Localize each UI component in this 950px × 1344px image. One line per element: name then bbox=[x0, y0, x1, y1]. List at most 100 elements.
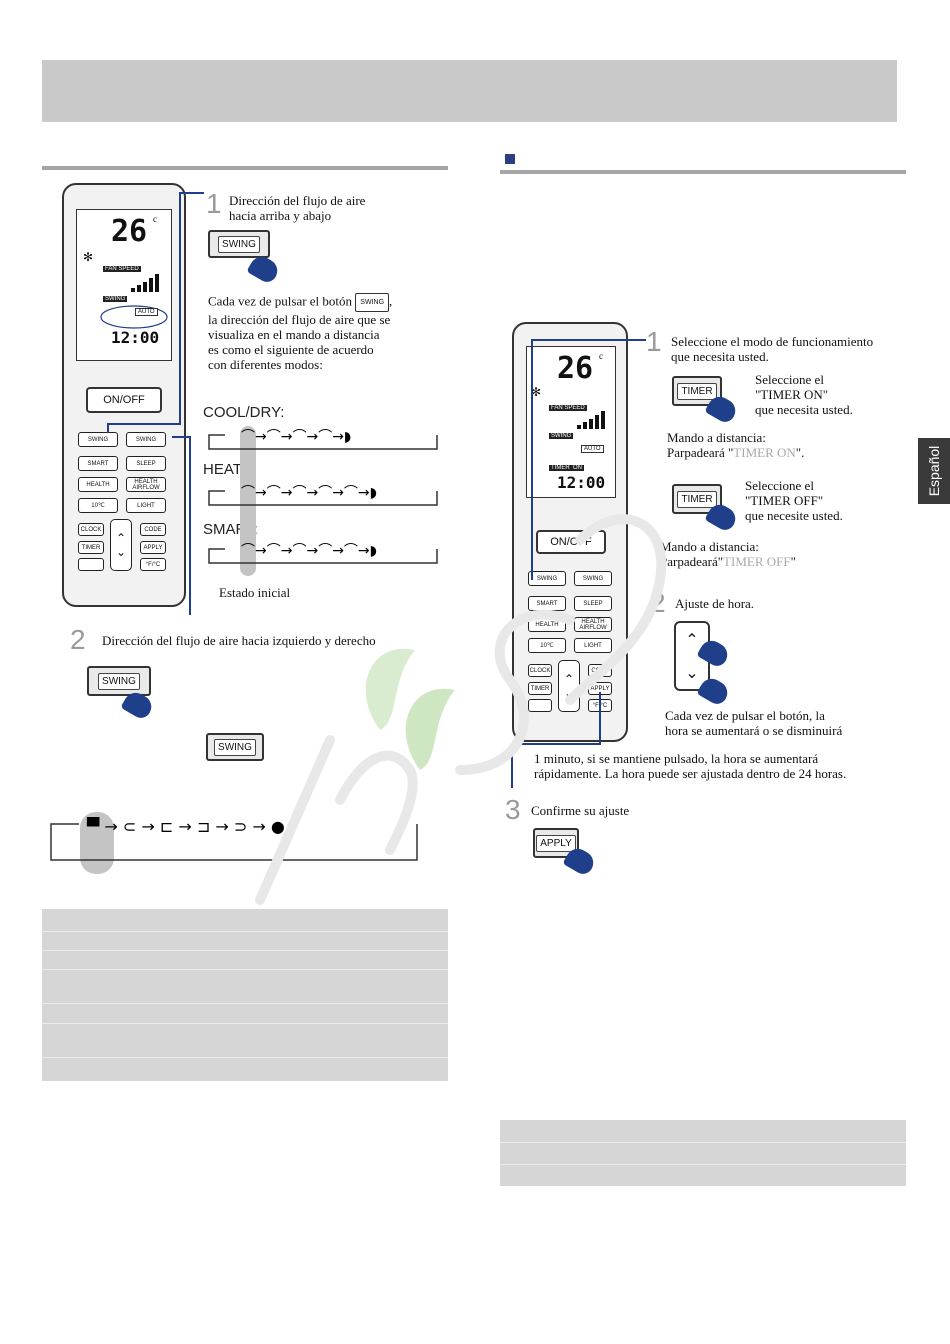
remote-off-blink-suffix: " bbox=[790, 554, 796, 569]
remote-health-airflow-button[interactable]: HEALTH AIRFLOW bbox=[126, 477, 166, 492]
left-step-1-number: 1 bbox=[206, 188, 222, 219]
svg-text:▀ → ⊂ → ⊏ → ⊐ → ⊃ → ●: ▀ → ⊂ → ⊏ → ⊐ → ⊃ → ● bbox=[86, 817, 285, 836]
lcd-clock: 12:00 bbox=[557, 473, 606, 492]
apply-callout-label: APPLY bbox=[536, 834, 576, 852]
left-leader-lines bbox=[107, 192, 204, 615]
right-leader-lines bbox=[511, 339, 646, 788]
remote-lcd: 26 c ✻ FAN SPEED SWING AUTO TIMER ON 12:… bbox=[526, 346, 616, 498]
remote-smart-button[interactable]: SMART bbox=[78, 456, 118, 471]
left-step-1-title: Dirección del flujo de aire hacia arriba… bbox=[229, 193, 366, 223]
remote-off-blink-line: Parpadeará"TIMER OFF" bbox=[660, 554, 796, 569]
remote-updown-button[interactable]: ⌃⌄ bbox=[110, 519, 132, 571]
remote-round-button[interactable] bbox=[78, 558, 104, 571]
remote-on-blink-value: TIMER ON bbox=[733, 445, 796, 460]
svg-text:⌒→⌒→⌒→⌒→⌒→◗: ⌒→⌒→⌒→⌒→⌒→◗ bbox=[241, 543, 377, 559]
language-tab[interactable]: Español bbox=[918, 438, 950, 504]
swing-leftright-callout-small-label: SWING bbox=[214, 738, 256, 756]
remote-apply-button[interactable]: APPLY bbox=[140, 541, 166, 554]
remote-light-button[interactable]: LIGHT bbox=[126, 498, 166, 513]
mode-label-cool-dry: COOL/DRY: bbox=[203, 404, 285, 421]
remote-on-blink-prefix: Parpadeará " bbox=[667, 445, 734, 460]
left-step-1-desc-after: , la dirección del flujo de aire que se … bbox=[208, 293, 393, 372]
fan-speed-bars-icon bbox=[577, 411, 605, 429]
language-tab-label: Español bbox=[926, 445, 942, 497]
remote-code-button[interactable]: CODE bbox=[140, 523, 166, 536]
remote-swing-updown-button[interactable]: SWING bbox=[78, 432, 118, 447]
left-note-box bbox=[42, 909, 448, 1081]
header-band bbox=[42, 60, 897, 122]
remote-swing-leftright-button[interactable]: SWING bbox=[126, 432, 166, 447]
fan-speed-bars-icon bbox=[131, 274, 159, 292]
timer-on-instructions: Seleccione el "TIMER ON" que necesita us… bbox=[755, 372, 853, 417]
mode-label-heat: HEAT: bbox=[203, 461, 245, 478]
left-remote-control: 26 c ✻ FAN SPEED SWING AUTO 12:00 ON/OFF… bbox=[62, 183, 186, 607]
lcd-temperature: 26 bbox=[111, 214, 148, 249]
timer-on-callout-label: TIMER bbox=[677, 382, 717, 400]
left-section-rule bbox=[42, 166, 448, 170]
louver-sequences: ⌒→⌒→⌒→⌒→◗ ⌒→⌒→⌒→⌒→⌒→◗ ⌒→⌒→⌒→⌒→⌒→◗ bbox=[208, 429, 438, 564]
right-note-box bbox=[500, 1120, 906, 1186]
snowflake-icon: ✻ bbox=[531, 385, 542, 399]
remote-sleep-button[interactable]: SLEEP bbox=[126, 456, 166, 471]
remote-off-blink-value: TIMER OFF bbox=[723, 554, 791, 569]
remote-lcd: 26 c ✻ FAN SPEED SWING AUTO 12:00 bbox=[76, 209, 172, 361]
timer-off-instructions: Seleccione el "TIMER OFF" que necesite u… bbox=[745, 478, 843, 523]
lcd-temp-unit: c bbox=[153, 214, 157, 224]
chevron-down-icon: ⌄ bbox=[685, 664, 699, 682]
chevron-up-icon[interactable]: ⌃ bbox=[115, 531, 127, 545]
svg-text:⌒→⌒→⌒→⌒→⌒→◗: ⌒→⌒→⌒→⌒→⌒→◗ bbox=[241, 485, 377, 501]
lcd-fan-speed-label: FAN SPEED bbox=[103, 266, 141, 272]
snowflake-icon: ✻ bbox=[83, 250, 94, 264]
right-section-rule bbox=[500, 170, 906, 174]
right-step-1-title: Seleccione el modo de funcionamiento que… bbox=[671, 334, 874, 364]
svg-text:⌒→⌒→⌒→⌒→◗: ⌒→⌒→⌒→⌒→◗ bbox=[241, 429, 351, 445]
remote-on-blink-suffix: ". bbox=[795, 445, 805, 460]
left-step-1-desc-before: Cada vez de pulsar el botón bbox=[208, 293, 353, 309]
lcd-temp-unit: c bbox=[599, 351, 603, 361]
remote-on-blink-line: Parpadeará "TIMER ON". bbox=[667, 445, 804, 460]
timer-on-callout: TIMER bbox=[672, 376, 722, 406]
remote-10c-button[interactable]: 10℃ bbox=[78, 498, 118, 513]
remote-swing-updown-button[interactable]: SWING bbox=[528, 571, 566, 586]
lcd-clock: 12:00 bbox=[111, 328, 160, 347]
lr-louver-sequence: ▀ → ⊂ → ⊏ → ⊐ → ⊃ → ● bbox=[50, 817, 418, 861]
section-marker-icon bbox=[505, 154, 515, 164]
lcd-fan-speed-label: FAN SPEED bbox=[549, 405, 587, 411]
right-step-2-title: Ajuste de hora. bbox=[675, 596, 755, 611]
left-step-1-description: Cada vez de pulsar el botón SWING, la di… bbox=[208, 293, 448, 372]
swing-updown-callout-label: SWING bbox=[218, 235, 260, 253]
timer-off-callout-label: TIMER bbox=[677, 490, 717, 508]
right-step-2-desc1: Cada vez de pulsar el botón, la hora se … bbox=[665, 708, 843, 738]
remote-on-label: Mando a distancia: bbox=[667, 430, 766, 445]
inline-swing-button: SWING bbox=[355, 293, 390, 312]
swing-leftright-callout-label: SWING bbox=[98, 672, 140, 690]
chevron-up-icon: ⌃ bbox=[685, 631, 699, 649]
right-step-3-title: Confirme su ajuste bbox=[531, 803, 630, 818]
remote-off-blink-prefix: Parpadeará" bbox=[660, 554, 724, 569]
swing-leftright-callout: SWING bbox=[87, 666, 151, 696]
remote-clock-button[interactable]: CLOCK bbox=[78, 523, 104, 536]
lcd-swing-label: SWING bbox=[549, 433, 574, 439]
lr-initial-highlight bbox=[80, 812, 114, 874]
right-step-3-number: 3 bbox=[505, 794, 521, 825]
lcd-temperature: 26 bbox=[557, 351, 594, 386]
initial-state-label: Estado inicial bbox=[219, 585, 291, 600]
lcd-swing-label: SWING bbox=[103, 296, 128, 302]
lcd-on-label: ON bbox=[571, 465, 584, 471]
remote-onoff-button[interactable]: ON/OFF bbox=[86, 387, 162, 413]
remote-off-label: Mando a distancia: bbox=[660, 539, 759, 554]
remote-fc-button[interactable]: °F/°C bbox=[140, 558, 166, 571]
lcd-timer-label: TIMER bbox=[549, 465, 572, 471]
swing-leftright-callout-small: SWING bbox=[206, 733, 264, 761]
heat-sequence: ⌒→⌒→⌒→⌒→⌒→◗ bbox=[208, 485, 438, 506]
right-step-1-number: 1 bbox=[646, 326, 662, 357]
left-step-2-number: 2 bbox=[70, 624, 86, 655]
right-step-2-desc2: 1 minuto, si se mantiene pulsado, la hor… bbox=[534, 751, 847, 781]
remote-timer-button[interactable]: TIMER bbox=[78, 541, 104, 554]
swing-updown-callout: SWING bbox=[208, 230, 270, 258]
remote-health-button[interactable]: HEALTH bbox=[78, 477, 118, 492]
chevron-down-icon[interactable]: ⌄ bbox=[115, 545, 127, 559]
cool-dry-sequence: ⌒→⌒→⌒→⌒→◗ bbox=[208, 429, 438, 450]
left-step-2-title: Dirección del flujo de aire hacia izquie… bbox=[102, 633, 376, 648]
right-step-2-number: 2 bbox=[650, 587, 666, 618]
